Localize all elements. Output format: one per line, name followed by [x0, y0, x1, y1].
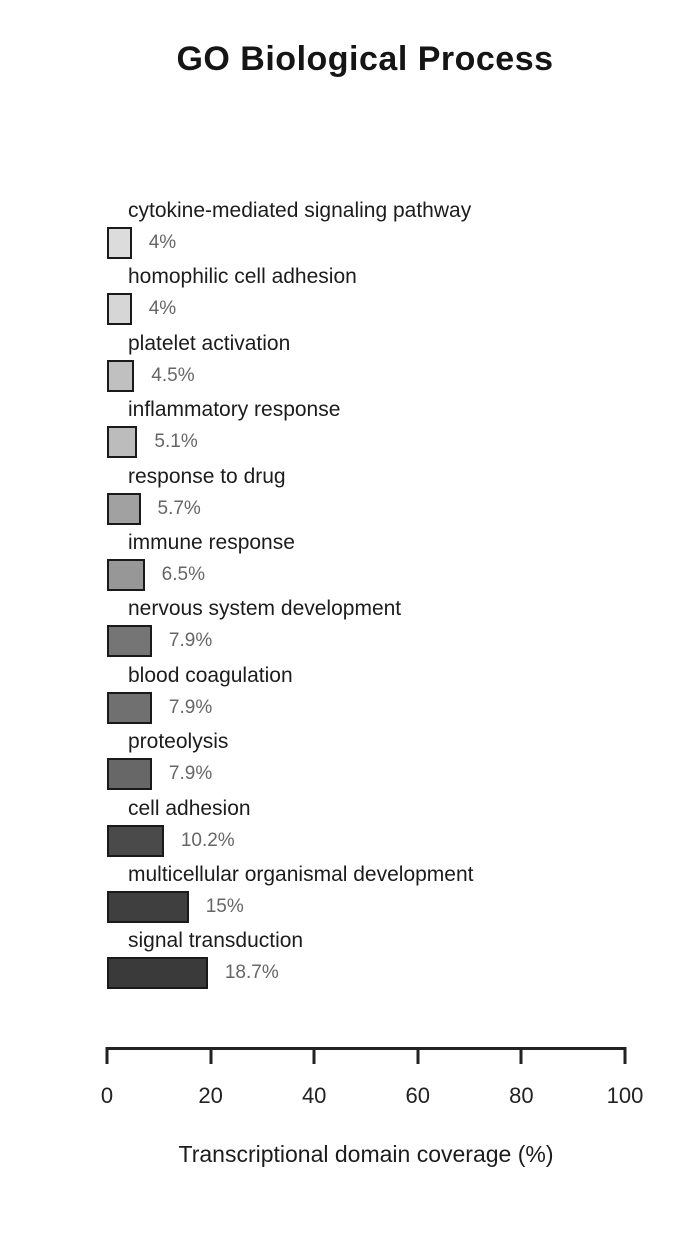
category-label: proteolysis	[128, 730, 229, 754]
bar-row: response to drug 5.7%	[0, 462, 700, 528]
bar-row: nervous system development 7.9%	[0, 594, 700, 660]
x-axis-tick	[105, 1047, 109, 1064]
bar-row: homophilic cell adhesion 4%	[0, 262, 700, 328]
value-label: 7.9%	[168, 696, 213, 718]
x-axis-tick-label: 60	[405, 1083, 431, 1108]
category-label: immune response	[128, 530, 295, 554]
category-label: signal transduction	[128, 929, 304, 953]
x-axis-tick	[623, 1047, 627, 1064]
category-label: nervous system development	[128, 597, 402, 621]
value-label: 15%	[205, 895, 244, 917]
value-label: 5.1%	[154, 431, 198, 453]
category-label: inflammatory response	[128, 398, 341, 422]
chart-title: GO Biological Process	[176, 40, 554, 78]
category-label: platelet activation	[128, 331, 291, 355]
bar-line: 15%	[107, 890, 700, 924]
bar	[107, 957, 208, 990]
bar-line: 10.2%	[107, 824, 700, 858]
value-label: 10.2%	[180, 829, 235, 851]
bar-row: immune response 6.5%	[0, 528, 700, 594]
x-axis-tick-label: 100	[606, 1083, 644, 1108]
bar-line: 4.5%	[107, 359, 700, 393]
bar	[107, 227, 132, 259]
bar-line: 6.5%	[107, 558, 700, 592]
x-axis-tick	[312, 1047, 316, 1064]
bar-line: 4%	[107, 292, 700, 326]
bar-row: proteolysis 7.9%	[0, 727, 700, 793]
bar	[107, 293, 132, 326]
bar-row: cell adhesion 10.2%	[0, 794, 700, 860]
category-label: blood coagulation	[128, 663, 293, 687]
bar-line: 18.7%	[107, 956, 700, 990]
bar-row: inflammatory response 5.1%	[0, 395, 700, 461]
bar-row: platelet activation 4.5%	[0, 329, 700, 395]
value-label: 5.7%	[157, 497, 201, 519]
bar	[107, 558, 145, 591]
bar-line: 5.7%	[107, 492, 700, 526]
bar	[107, 691, 152, 724]
x-axis-tick	[209, 1047, 213, 1064]
value-label: 4.5%	[151, 364, 195, 386]
x-axis-title: Transcriptional domain coverage (%)	[178, 1141, 554, 1167]
category-label: cell adhesion	[128, 796, 251, 820]
value-label: 6.5%	[161, 563, 205, 585]
bar-line: 7.9%	[107, 624, 700, 658]
category-label: homophilic cell adhesion	[128, 265, 357, 289]
category-label: response to drug	[128, 464, 286, 488]
x-axis: 0 20 40 60 80 100	[101, 1047, 643, 1108]
bar	[107, 426, 138, 459]
bar	[107, 824, 164, 857]
bar	[107, 890, 189, 923]
value-label: 4%	[148, 298, 177, 320]
bar-row: multicellular organismal development 15%	[0, 860, 700, 926]
bar-line: 7.9%	[107, 757, 700, 791]
bar	[107, 492, 141, 525]
bar-row: signal transduction 18.7%	[0, 926, 700, 992]
bar-row: blood coagulation 7.9%	[0, 661, 700, 727]
value-label: 18.7%	[224, 962, 279, 984]
value-label: 7.9%	[168, 763, 213, 785]
bar	[107, 625, 152, 658]
x-axis-tick-label: 0	[100, 1083, 114, 1108]
x-axis-tick-label: 80	[509, 1083, 534, 1108]
value-label: 7.9%	[168, 630, 213, 652]
bar	[107, 758, 152, 791]
bar-line: 7.9%	[107, 691, 700, 725]
bar-row: cytokine-mediated signaling pathway 4%	[0, 196, 700, 262]
x-axis-tick	[519, 1047, 523, 1064]
x-axis-tick-label: 40	[301, 1083, 327, 1108]
x-axis-tick-label: 20	[198, 1083, 223, 1108]
category-label: cytokine-mediated signaling pathway	[128, 199, 472, 222]
value-label: 4%	[148, 232, 177, 253]
bar-line: 4%	[107, 226, 700, 260]
x-axis-tick	[416, 1047, 420, 1064]
bar-line: 5.1%	[107, 425, 700, 459]
category-label: multicellular organismal development	[128, 862, 474, 886]
bar	[107, 359, 135, 392]
